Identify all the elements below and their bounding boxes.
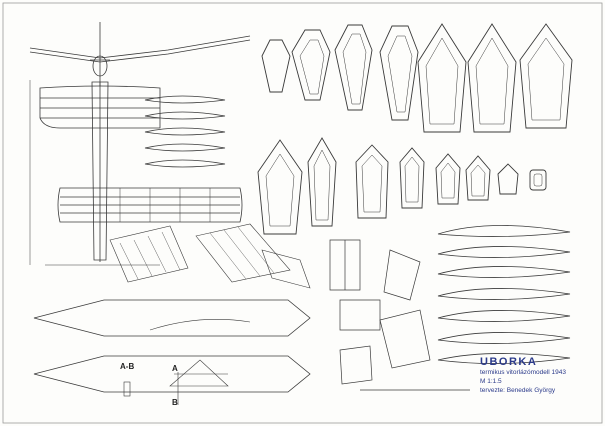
- model-scale: M 1:1.5: [480, 378, 502, 385]
- wing-structure-views: [109, 223, 311, 289]
- rib-set-small: [144, 95, 226, 168]
- wing-panel-bottom: [33, 355, 311, 405]
- title-block: UBORKA termikus vitorlázómodell 1943 M 1…: [480, 356, 600, 395]
- wing-front-view: [29, 22, 251, 86]
- model-description: termikus vitorlázómodell 1943: [480, 369, 566, 376]
- detail-sketches: [329, 239, 470, 391]
- wing-ribs: [437, 225, 571, 364]
- fuselage-plan: [29, 80, 243, 266]
- formers-row-1: [261, 23, 573, 133]
- formers-row-2: [257, 137, 547, 235]
- section-label-a: A: [172, 364, 178, 373]
- model-name: UBORKA: [480, 356, 538, 368]
- wing-panel-top: [33, 299, 311, 337]
- model-designer: tervezte: Benedek György: [480, 387, 556, 394]
- section-label-b: B: [172, 398, 178, 407]
- section-label-ab: A-B: [120, 362, 135, 371]
